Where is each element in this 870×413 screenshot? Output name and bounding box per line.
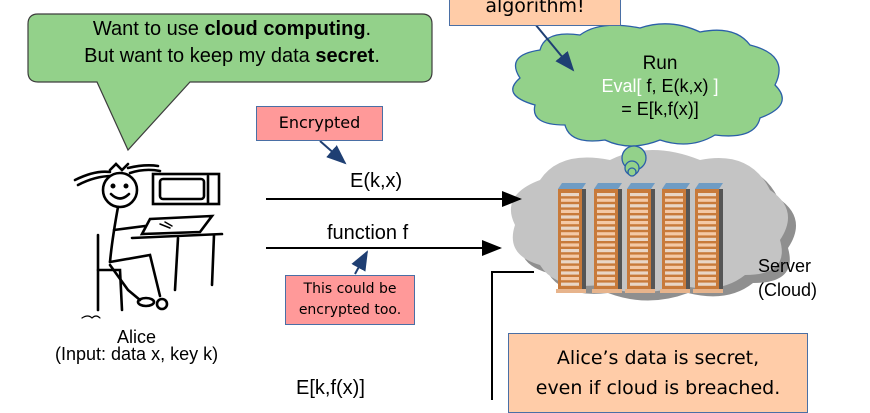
thought-cloud [512,23,783,177]
server-label: Server (Cloud) [758,256,818,300]
function-label: function f [327,222,409,244]
server-rack [625,183,655,293]
cloud-line-3: = E[k,f(x)] [621,99,699,119]
encrypted-note: Encrypted [256,106,383,141]
server-rack [693,183,723,293]
algorithm-note: algorithm! [449,0,621,26]
cloud-line-1: Run [642,53,678,74]
alice-input: (Input: data x, key k) [55,344,219,364]
diagram-canvas [27,13,796,400]
ciphertext-label: E(k,x) [350,170,403,192]
alice-figure [73,162,224,319]
could-be-encrypted-note: This could be encrypted too. [285,275,415,325]
server-rack [660,183,690,293]
speech-bubble [27,13,433,152]
speech-line-2: But want to keep my data secret. [84,45,380,67]
algorithm-pointer-arrow [534,23,575,72]
encrypted-pointer-arrow [319,140,347,165]
result-return-line [491,271,534,400]
alice-name: Alice [117,327,157,347]
result-label: E[k,f(x)] [296,377,365,399]
speech-bubble-text: Want to use cloud computing. But want to… [22,16,442,70]
function-pointer-arrow [351,250,368,275]
server-racks [556,183,723,293]
speech-line-1: Want to use cloud computing. [92,18,372,40]
server-rack [592,183,622,293]
thought-cloud-text: Run Eval[ f, E(k,x) ] = E[k,f(x)] [570,52,750,121]
cloud-line-2: Eval[ f, E(k,x) ] [601,76,719,96]
server-rack [556,183,586,293]
data-secret-note: Alice’s data is secret, even if cloud is… [508,333,808,413]
